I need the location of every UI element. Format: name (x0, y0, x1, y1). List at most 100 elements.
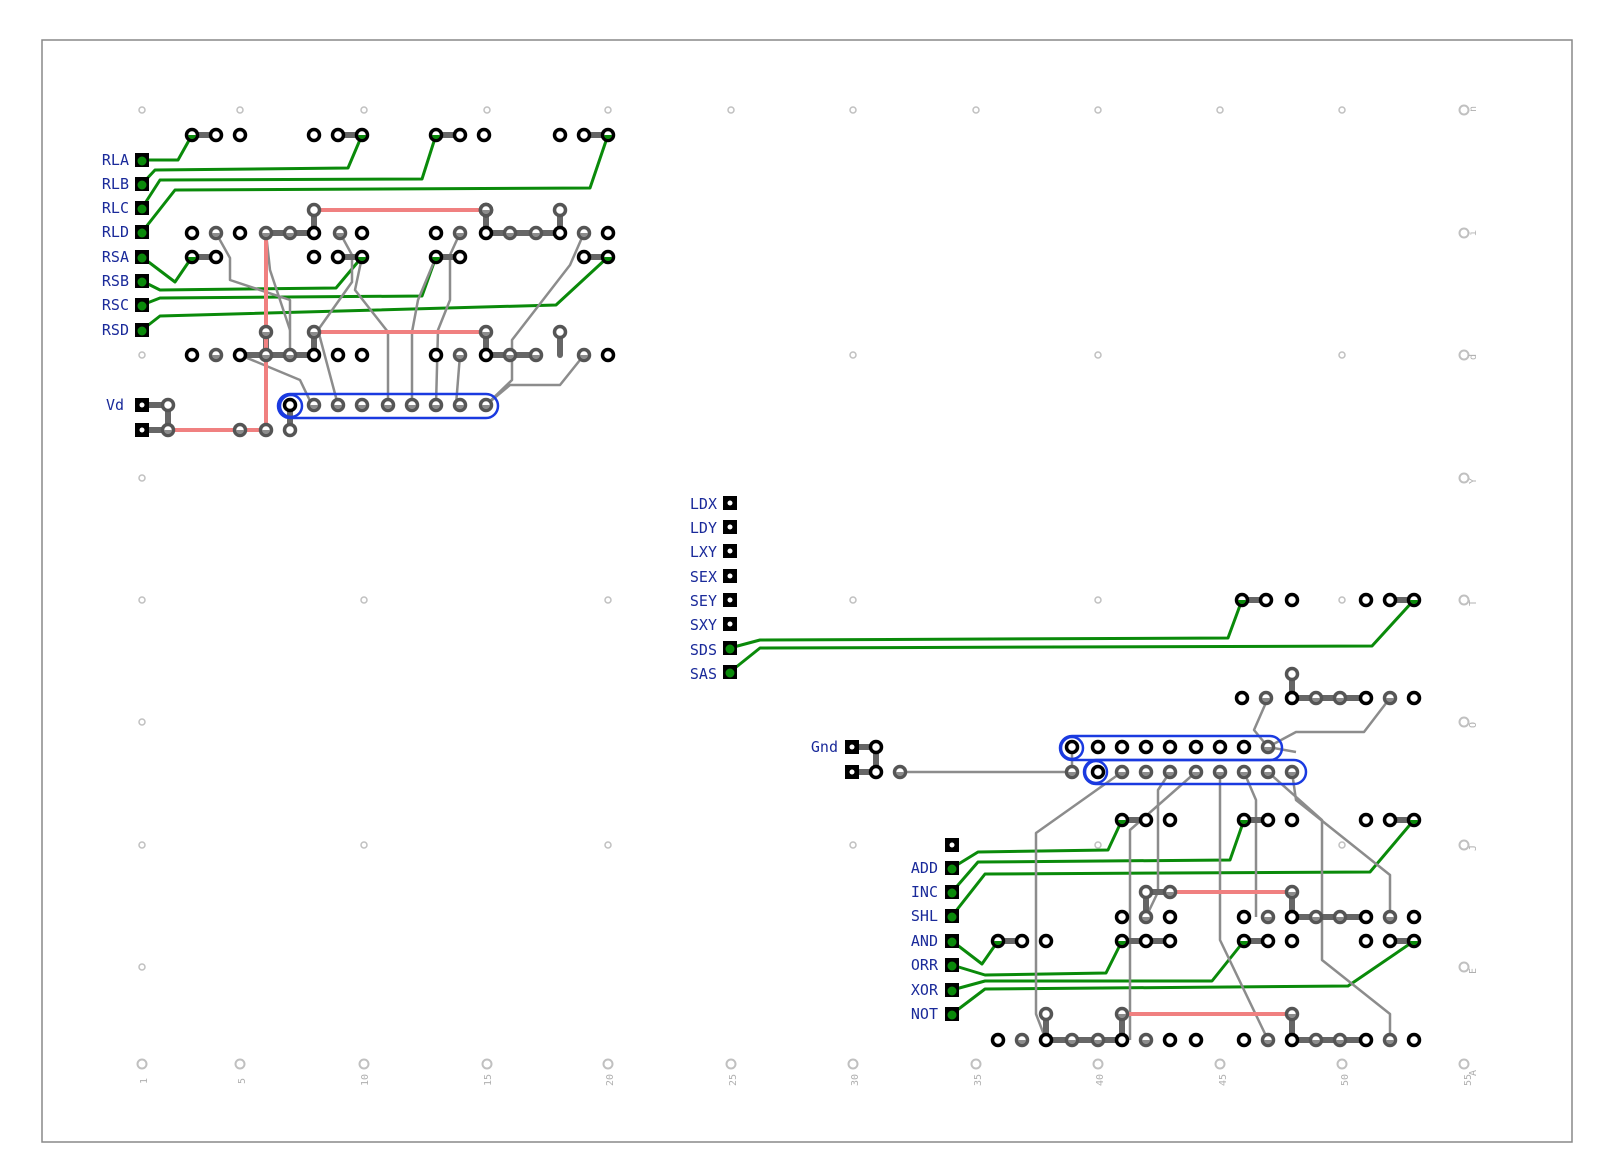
green-wires-right (729, 598, 1416, 1016)
hole-wire-fill (1166, 892, 1174, 896)
chip-left (276, 392, 500, 420)
pin-label-gnd: Gnd (811, 738, 838, 756)
hole-wire-fill (336, 233, 344, 237)
hole-wire-fill (408, 405, 416, 409)
wire-rlc (140, 134, 438, 209)
pad-hole (139, 402, 145, 408)
pin-label-ldx: LDX (690, 495, 717, 513)
grid-dot (1094, 106, 1102, 114)
hole-wire-fill (358, 135, 366, 139)
pad-wire-dot (137, 326, 147, 336)
pad-hole (727, 597, 733, 603)
hole-wire-fill (1142, 917, 1150, 921)
hole (1114, 1032, 1130, 1048)
pad-wire-dot (947, 961, 957, 971)
grid-dot (138, 596, 146, 604)
grid-dot (727, 106, 735, 114)
wire-rsa (141, 255, 194, 284)
hole (1358, 690, 1374, 706)
pin-label-rld: RLD (102, 223, 129, 241)
pin-label-sex: SEX (690, 568, 717, 586)
hole (1162, 812, 1178, 828)
hole-wire-fill (604, 135, 612, 139)
pin-label-ldy: LDY (690, 519, 717, 537)
gray-wire (410, 256, 438, 405)
wire-inc (950, 819, 1246, 893)
hole-wire-fill (580, 233, 588, 237)
grid-dot (849, 106, 857, 114)
hole (1114, 909, 1130, 925)
wire-rla (142, 134, 194, 162)
hole (1284, 909, 1300, 925)
hole (330, 127, 346, 143)
hole (576, 127, 592, 143)
pin-label-inc: INC (911, 883, 938, 901)
hole (1236, 739, 1252, 755)
wire-sds (729, 599, 1244, 650)
hole-wire-fill (532, 233, 540, 237)
hole-wire-fill (286, 355, 294, 359)
grid-dot-large (481, 1058, 493, 1070)
hole (1064, 739, 1080, 755)
pad-hole (727, 621, 733, 627)
pad-wire-dot (947, 864, 957, 874)
hole-wire-fill (1312, 917, 1320, 921)
grid-dot (138, 474, 146, 482)
column-label: 30 (850, 1074, 861, 1086)
grid-dot (236, 106, 244, 114)
hole-wire-fill (1288, 1014, 1296, 1018)
row-label: i (1468, 230, 1479, 236)
pad-hole (727, 524, 733, 530)
pad-hole (727, 500, 733, 506)
hole (306, 202, 322, 218)
hole-wire-fill (1240, 941, 1248, 945)
grid-dot-large (1458, 104, 1470, 116)
wire-add (951, 819, 1124, 870)
hole-wire-fill (1068, 772, 1076, 776)
hole-wire-fill (1264, 917, 1272, 921)
column-label: 25 (728, 1074, 739, 1086)
chip-outline (276, 392, 500, 420)
pad-hole (949, 842, 955, 848)
grid-dot-large (970, 1058, 982, 1070)
grid-dot (1338, 841, 1346, 849)
hole-wire-fill (1336, 1040, 1344, 1044)
hole (1234, 690, 1250, 706)
grid-dot (849, 596, 857, 604)
hole-wire-fill (1240, 772, 1248, 776)
hole (306, 249, 322, 265)
gray-wire (214, 232, 292, 355)
grid-dot (972, 106, 980, 114)
hole (1358, 592, 1374, 608)
hole-wire-fill (1118, 941, 1126, 945)
hole (1162, 739, 1178, 755)
hole-wire-fill (456, 405, 464, 409)
column-label: 35 (973, 1074, 984, 1086)
grid-dot (1338, 106, 1346, 114)
hole (208, 249, 224, 265)
hole-wire-fill (1336, 698, 1344, 702)
hole (552, 202, 568, 218)
hole-wire-fill (262, 233, 270, 237)
gray-wire (316, 232, 354, 406)
hole-wire-fill (1094, 1040, 1102, 1044)
hole (184, 347, 200, 363)
hole (1406, 1032, 1422, 1048)
grid-dot-large (1458, 472, 1470, 484)
column-label: 1 (139, 1078, 150, 1084)
pad-wire-dot (137, 277, 147, 287)
pad-wire-dot (137, 301, 147, 311)
hole-wire-fill (456, 233, 464, 237)
grid-dot-large (847, 1058, 859, 1070)
hole-wire-fill (262, 430, 270, 434)
pad-wire-dot (725, 644, 735, 654)
hole-wire-fill (1262, 698, 1270, 702)
grid-dot (1216, 106, 1224, 114)
hole (1138, 884, 1154, 900)
grid-dot-large (725, 1058, 737, 1070)
hole-wire-fill (456, 355, 464, 359)
wire-rsd (141, 255, 610, 332)
hole-wire-fill (482, 210, 490, 214)
grid-dot (604, 841, 612, 849)
